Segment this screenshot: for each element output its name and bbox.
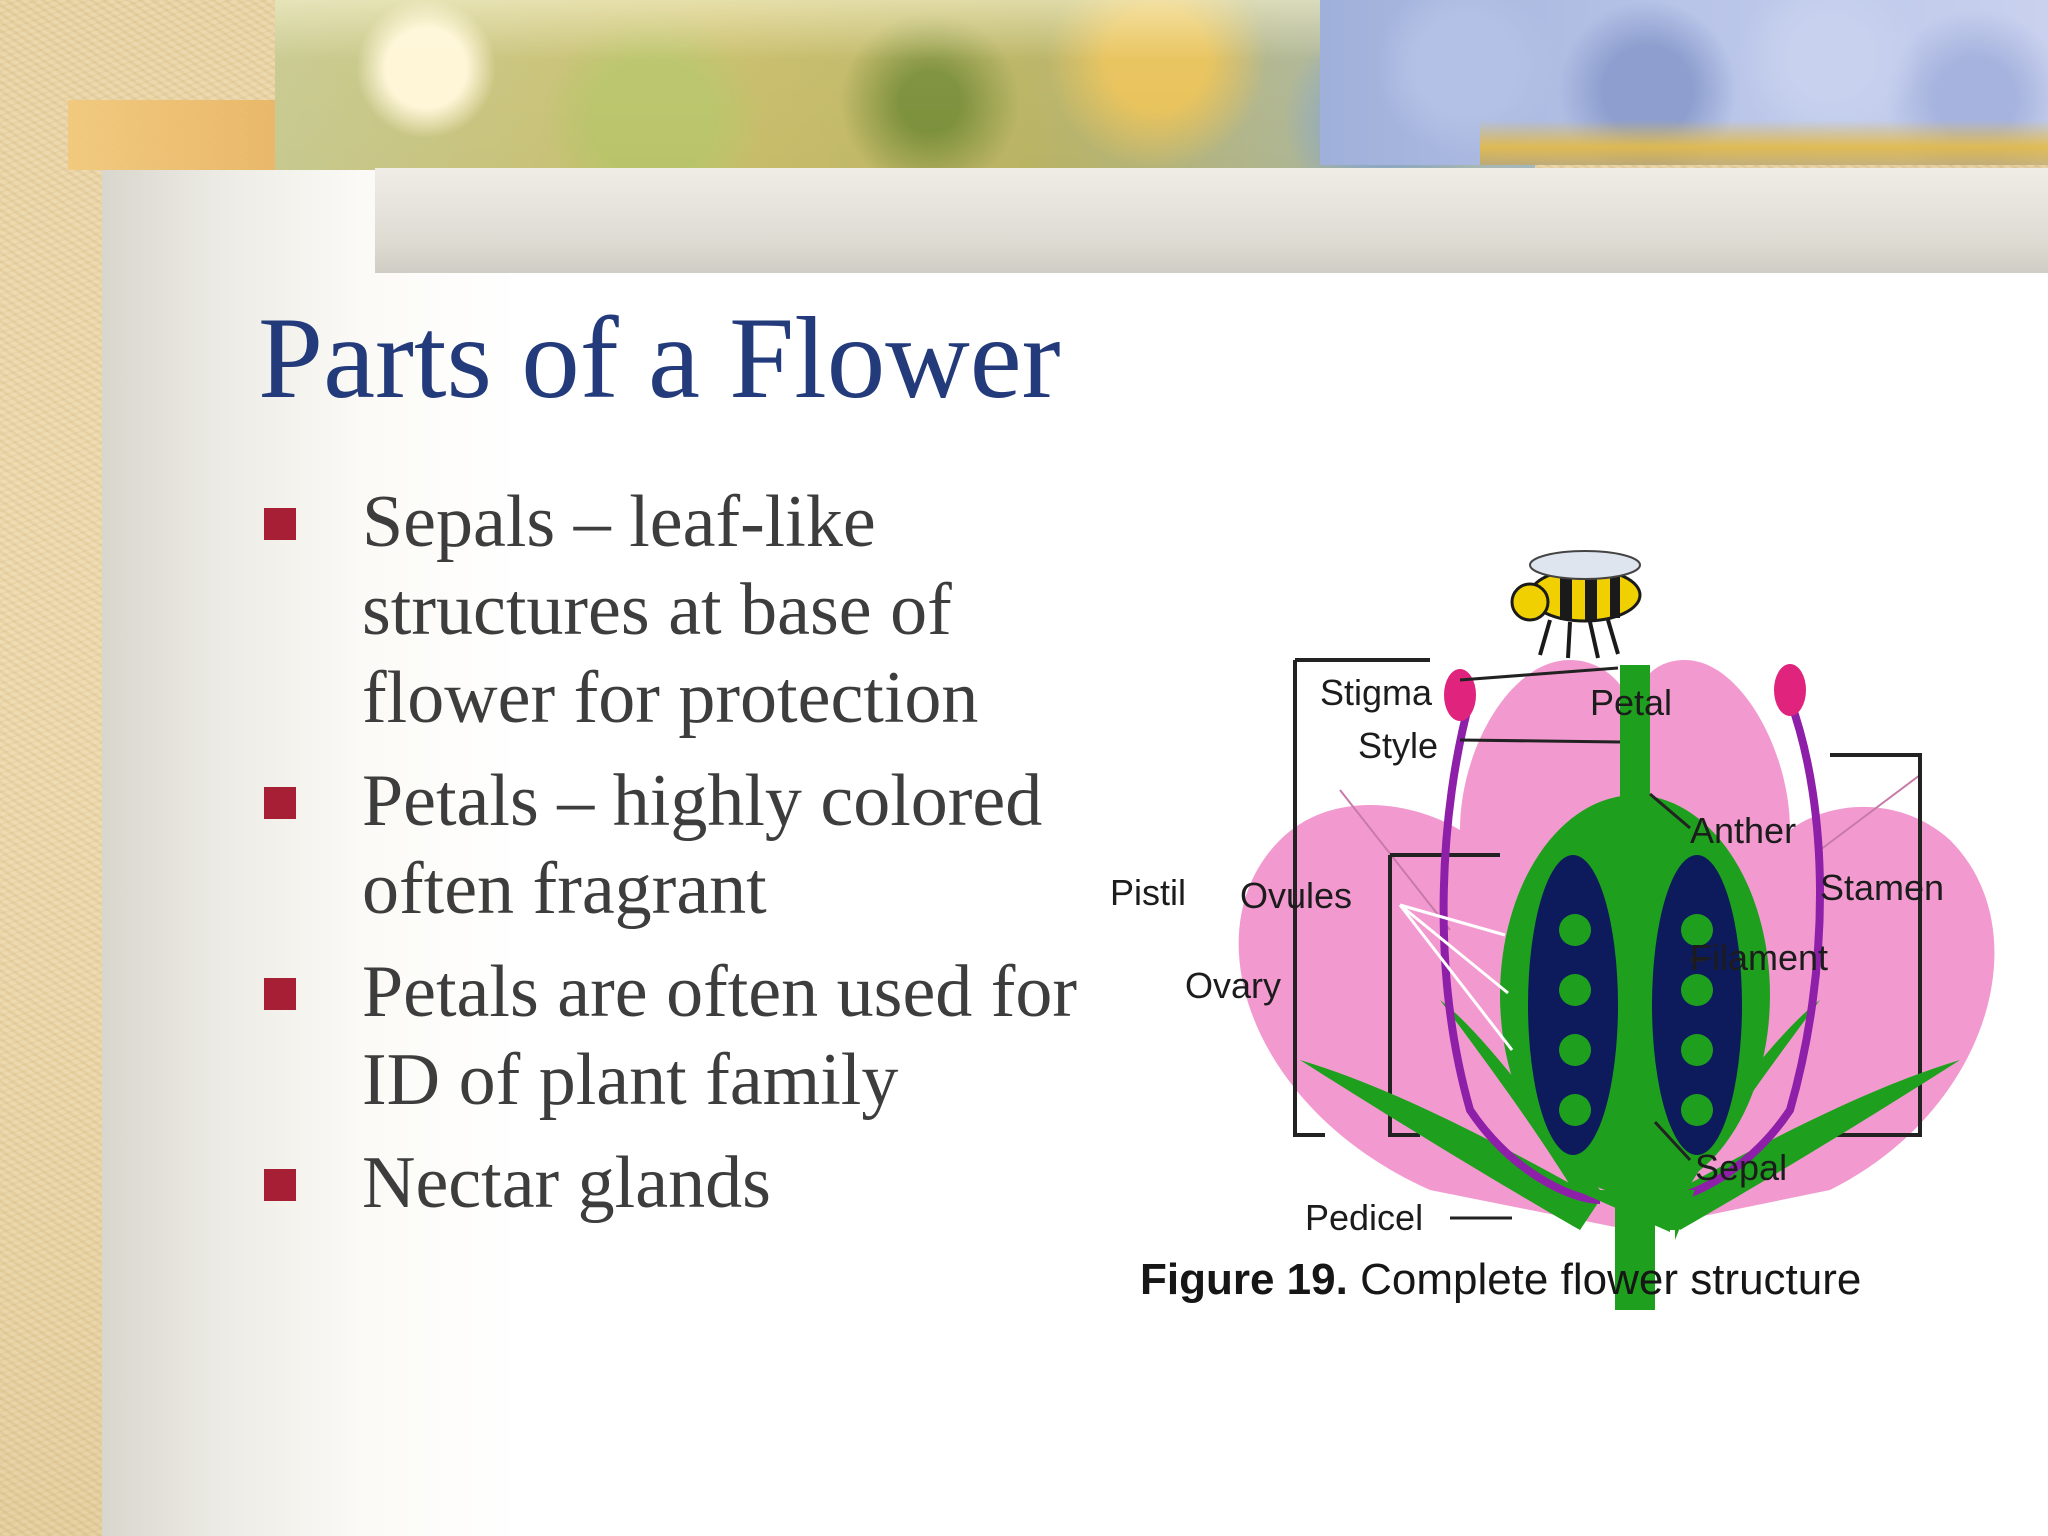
label-pedicel: Pedicel: [1305, 1197, 1424, 1238]
sepal-leader: [1653, 1120, 1692, 1162]
bee-icon: [1510, 550, 1642, 659]
stigma-leader: [1459, 666, 1619, 682]
label-sepal: Sepal: [1695, 1147, 1788, 1188]
stamen-bracket: [1830, 753, 1922, 1137]
label-ovary: Ovary: [1185, 965, 1282, 1006]
ovule-shape: [1559, 974, 1591, 1006]
ovule-shape: [1681, 914, 1713, 946]
label-style: Style: [1358, 725, 1439, 766]
ovule-shape: [1559, 1094, 1591, 1126]
sepal-left-shape: [1300, 1060, 1600, 1230]
bullet-square-icon: [264, 787, 296, 819]
label-stamen: Stamen: [1820, 867, 1945, 908]
ovules-leader-3: [1398, 904, 1514, 1051]
bullet-square-icon: [264, 978, 296, 1010]
ovary-bracket: [1388, 855, 1420, 1137]
bullet-square-icon: [264, 508, 296, 540]
ovules-leader-1: [1399, 903, 1506, 937]
label-anther: Anther: [1690, 810, 1797, 851]
ovule-shape: [1559, 914, 1591, 946]
sepal-right-shape: [1660, 1060, 1960, 1230]
anther-right-shape: [1774, 664, 1806, 716]
flower-diagram: Stigma Style Petal Anther Stamen Pistil …: [1110, 550, 2010, 1330]
style-leader: [1459, 738, 1621, 744]
bullet-item-petals: Petals – highly colored often fragrant: [262, 757, 1082, 933]
ovule-shape: [1681, 974, 1713, 1006]
bullet-item-nectar: Nectar glands: [262, 1139, 1082, 1227]
ovule-shape: [1559, 1034, 1591, 1066]
bullet-list: Sepals – leaf-like structures at base of…: [262, 478, 1082, 1242]
label-pistil: Pistil: [1110, 872, 1187, 913]
caption-text: Complete flower structure: [1347, 1255, 1862, 1304]
anther-left-shape: [1444, 669, 1476, 721]
bullet-text: Petals are often used for ID of plant fa…: [362, 951, 1078, 1121]
bullet-text: Petals – highly colored often fragrant: [362, 760, 1043, 930]
label-stigma: Stigma: [1320, 672, 1433, 713]
ovule-shape: [1681, 1094, 1713, 1126]
banner-right-image: [1320, 0, 2048, 165]
pedicel-stem: [1615, 1195, 1655, 1310]
pistil-bracket: [1293, 660, 1325, 1137]
filament-right-shape: [1659, 698, 1824, 1204]
label-petal: Petal: [1590, 682, 1673, 723]
caption-figure-number: Figure 19.: [1140, 1255, 1348, 1304]
banner-shadow: [375, 168, 2048, 273]
figure-caption: Figure 19. Complete flower structure: [1140, 1255, 1861, 1305]
bullet-item-petals-id: Petals are often used for ID of plant fa…: [262, 948, 1082, 1124]
anther-leader: [1649, 792, 1691, 830]
slide-title: Parts of a Flower: [258, 294, 1061, 423]
filament-left-shape: [1439, 698, 1601, 1204]
label-ovules: Ovules: [1240, 875, 1353, 916]
flower-diagram-drawing: [1238, 550, 1995, 1310]
petal-vein-left: [1339, 789, 1451, 931]
ovule-shape: [1681, 1034, 1713, 1066]
ovules-leader-2: [1399, 903, 1509, 995]
bullet-text: Sepals – leaf-like structures at base of…: [362, 481, 979, 739]
bullet-item-sepals: Sepals – leaf-like structures at base of…: [262, 478, 1082, 742]
bullet-text: Nectar glands: [362, 1142, 771, 1224]
bullet-square-icon: [264, 1169, 296, 1201]
petal-vein-right: [1819, 774, 1921, 851]
label-filament: Filament: [1690, 937, 1829, 978]
